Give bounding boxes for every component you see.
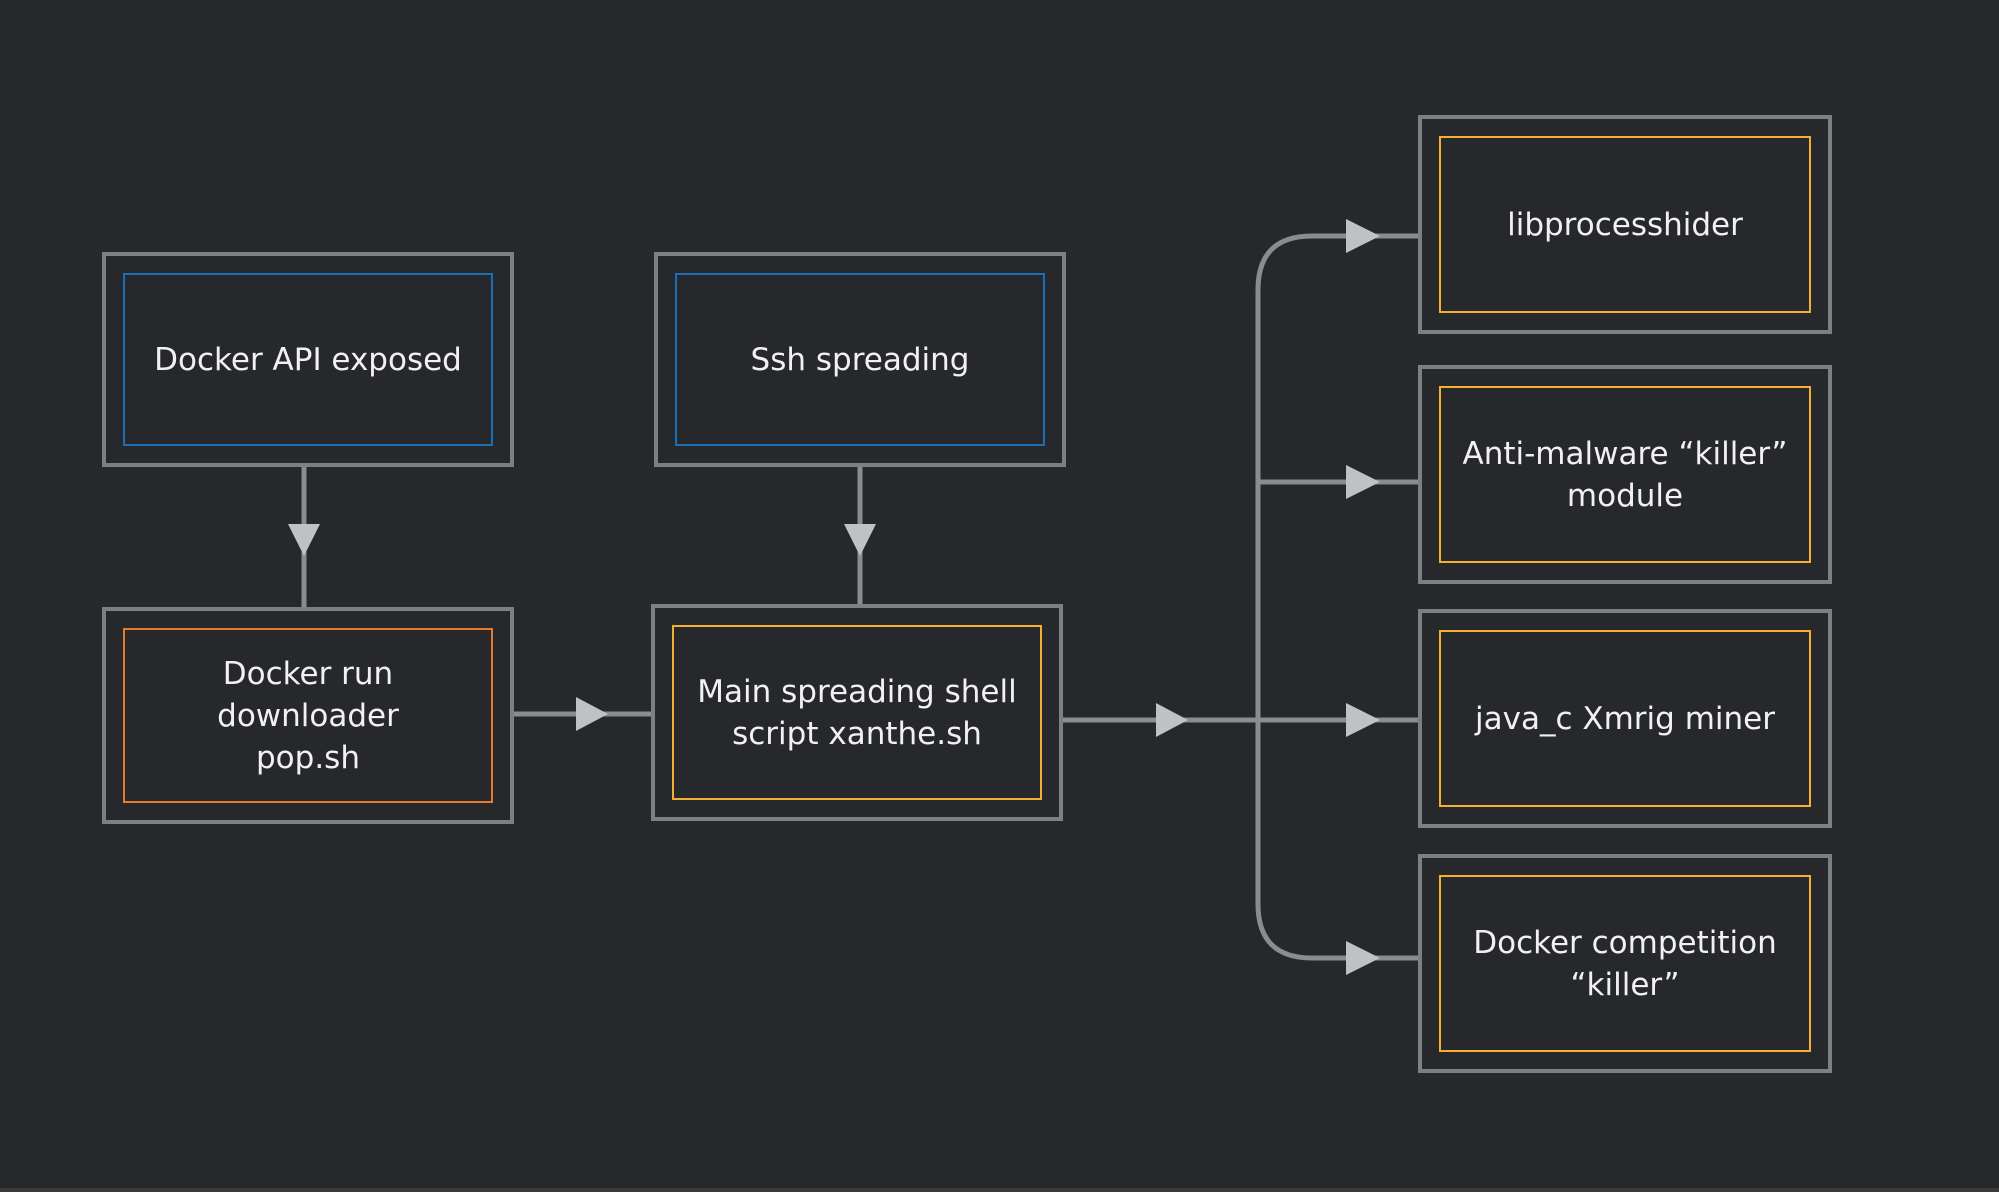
node-main-spreading-script: Main spreading shell script xanthe.sh [651, 604, 1063, 821]
node-anti-malware-killer: Anti-malware “killer” module [1418, 365, 1832, 584]
arrowhead-right-icon [1346, 703, 1380, 737]
arrowhead-right-icon [1346, 465, 1380, 499]
node-label: Main spreading shell script xanthe.sh [697, 673, 1017, 752]
node-inner-frame: Docker API exposed [123, 273, 493, 446]
edge-bus-to-docker-killer [1255, 720, 1418, 961]
node-inner-frame: Anti-malware “killer” module [1439, 386, 1811, 563]
arrowhead-right-icon [1346, 941, 1380, 975]
node-ssh-spreading: Ssh spreading [654, 252, 1066, 467]
arrowhead-down-icon [288, 524, 320, 556]
arrowhead-right-icon [576, 697, 608, 731]
bottom-edge-strip [0, 1188, 1999, 1192]
arrowhead-right-icon [1156, 703, 1188, 737]
node-inner-frame: Docker competition “killer” [1439, 875, 1811, 1052]
node-label: Docker run downloader pop.sh [217, 655, 399, 776]
node-inner-frame: java_c Xmrig miner [1439, 630, 1811, 807]
node-inner-frame: Docker run downloader pop.sh [123, 628, 493, 803]
node-xmrig-miner: java_c Xmrig miner [1418, 609, 1832, 828]
node-label: Docker competition “killer” [1473, 924, 1777, 1003]
node-libprocesshider: libprocesshider [1418, 115, 1832, 334]
node-label: Docker API exposed [154, 341, 462, 378]
node-docker-api-exposed: Docker API exposed [102, 252, 514, 467]
node-label: Ssh spreading [750, 341, 970, 378]
node-label: java_c Xmrig miner [1475, 700, 1775, 737]
node-docker-competition-killer: Docker competition “killer” [1418, 854, 1832, 1073]
node-inner-frame: Main spreading shell script xanthe.sh [672, 625, 1042, 800]
node-inner-frame: libprocesshider [1439, 136, 1811, 313]
node-label: libprocesshider [1507, 206, 1743, 243]
arrowhead-down-icon [844, 524, 876, 556]
edge-bus-to-libprocesshider [1255, 233, 1418, 720]
node-docker-run-downloader: Docker run downloader pop.sh [102, 607, 514, 824]
arrowhead-right-icon [1346, 219, 1380, 253]
node-inner-frame: Ssh spreading [675, 273, 1045, 446]
node-label: Anti-malware “killer” module [1462, 435, 1788, 514]
